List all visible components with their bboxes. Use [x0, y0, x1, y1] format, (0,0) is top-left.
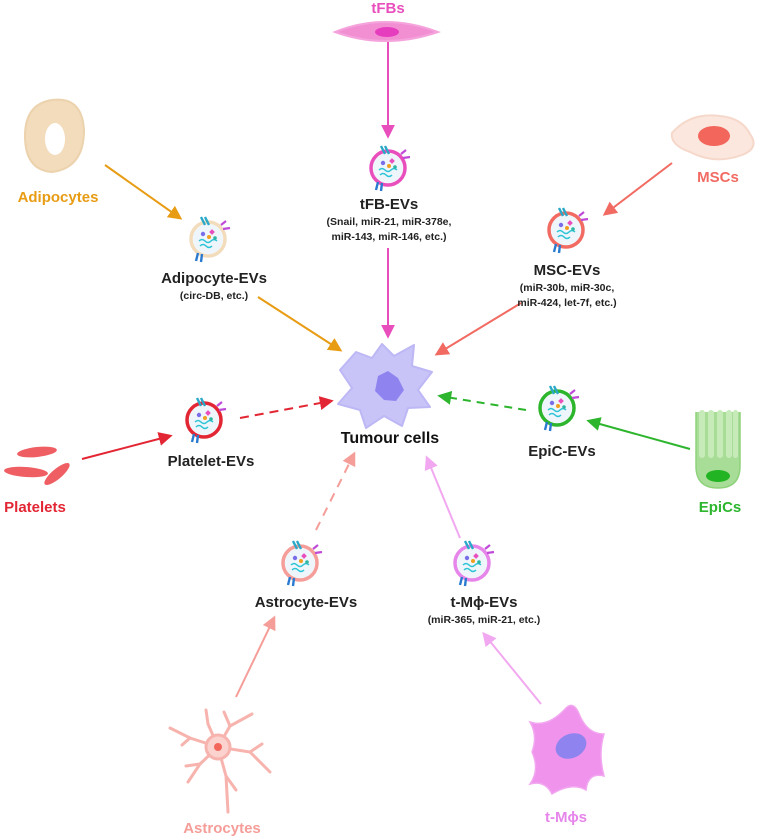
tfb-ev-cargo-line2: miR-143, miR-146, etc.) — [332, 231, 447, 243]
astrocytes-label: Astrocytes — [183, 820, 261, 837]
platelet-cell-icon — [4, 446, 70, 485]
arrow-msc-ev-to-tumour — [434, 302, 522, 356]
adipocytes-label: Adipocytes — [18, 189, 99, 206]
msc-cell-icon — [670, 114, 755, 161]
astrocyte-cell-icon — [168, 708, 272, 814]
adipocyte-ev-cargo-line1: (circ-DB, etc.) — [180, 290, 248, 302]
astrocyte-ev-icon — [281, 539, 324, 588]
tfb-ev-icon — [369, 144, 412, 193]
adipocyte-cell-icon — [23, 98, 86, 174]
arrow-platelets-to-ev — [81, 432, 173, 460]
epic-ev-icon — [538, 384, 581, 433]
tfb-ev-cargo-line1: (Snail, miR-21, miR-378e, — [327, 216, 452, 228]
arrow-tmphi-ev-to-tumour — [424, 455, 461, 539]
arrow-tmphis-to-ev — [482, 631, 542, 705]
msc-ev-icon — [547, 206, 590, 255]
tmphi-ev-icon — [453, 539, 496, 588]
epic-ev-label: EpiC-EVs — [528, 443, 596, 460]
arrow-platelet-ev-to-tumour — [239, 396, 334, 419]
epic-cell-icon — [695, 410, 741, 489]
tmphi-ev-cargo-line1: (miR-365, miR-21, etc.) — [428, 614, 541, 626]
platelet-ev-label: Platelet-EVs — [168, 453, 255, 470]
arrow-adipocyte-ev-to-tumour — [257, 296, 343, 352]
arrow-epic-ev-to-tumour — [437, 390, 527, 411]
tmphis-label: t-Mϕs — [545, 809, 587, 826]
macrophage-cell-icon — [528, 704, 606, 796]
epics-label: EpiCs — [699, 499, 742, 516]
tmphi-ev-label: t-Mϕ-EVs — [450, 594, 517, 611]
tfb-cell-icon — [332, 21, 441, 42]
arrow-astrocytes-to-ev — [235, 615, 276, 698]
platelets-label: Platelets — [4, 499, 66, 516]
arrow-epics-to-ev — [586, 417, 691, 450]
tumour-cells-label: Tumour cells — [341, 430, 439, 447]
adipocyte-ev-label: Adipocyte-EVs — [161, 270, 267, 287]
arrow-mscs-to-ev — [602, 162, 673, 216]
astrocyte-ev-label: Astrocyte-EVs — [255, 594, 358, 611]
platelet-ev-icon — [185, 396, 228, 445]
tfbs-label: tFBs — [371, 0, 404, 17]
adipocyte-ev-icon — [189, 215, 232, 264]
arrow-astrocyte-ev-to-tumour — [315, 451, 356, 531]
msc-ev-cargo-line1: (miR-30b, miR-30c, — [520, 282, 615, 294]
msc-ev-cargo-line2: miR-424, let-7f, etc.) — [517, 297, 616, 309]
tfb-ev-label: tFB-EVs — [360, 196, 418, 213]
tumour-cell-icon — [337, 343, 433, 429]
arrow-adipocytes-to-ev — [104, 164, 183, 220]
msc-ev-label: MSC-EVs — [534, 262, 601, 279]
mscs-label: MSCs — [697, 169, 739, 186]
